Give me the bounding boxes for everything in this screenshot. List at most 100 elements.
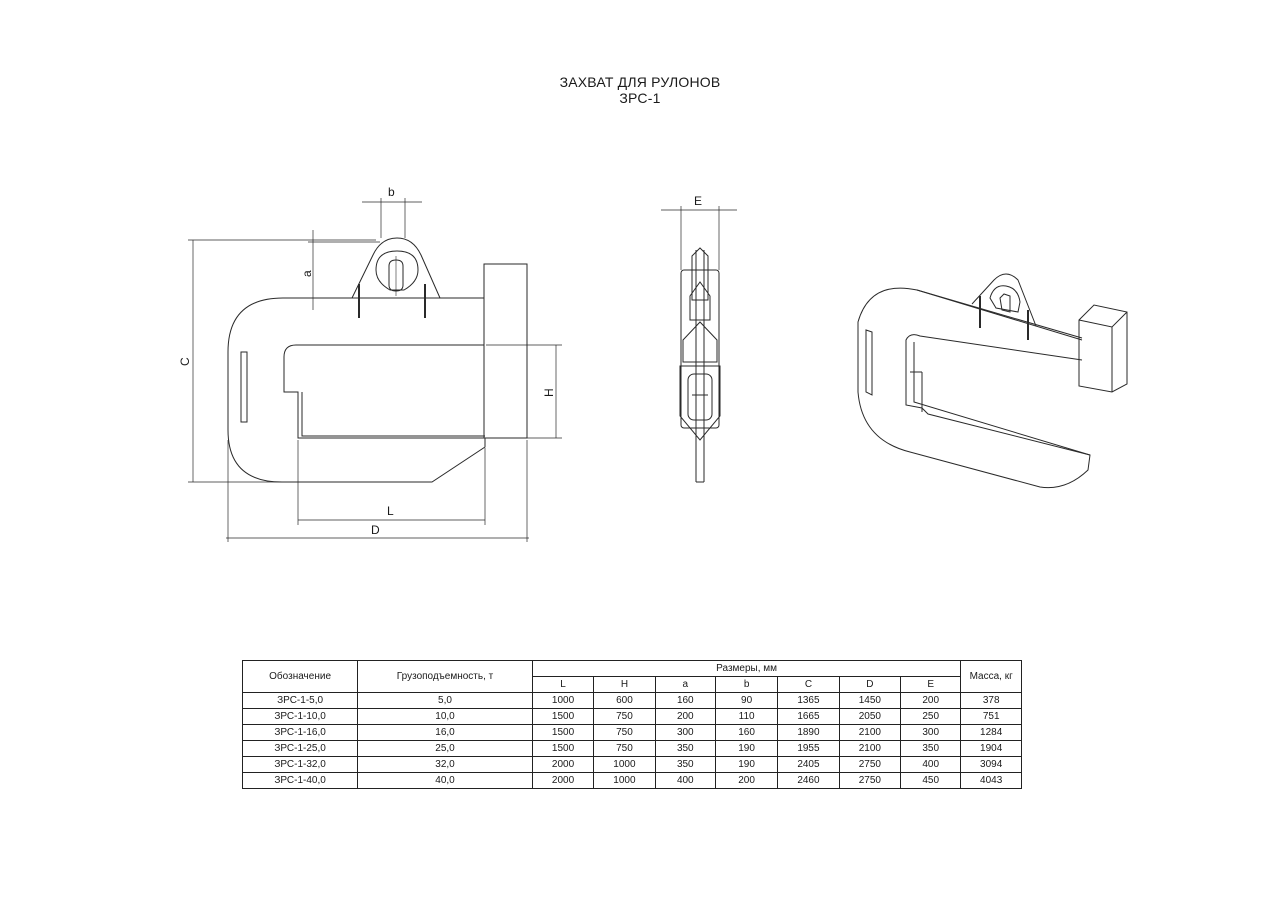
side-view: E	[661, 194, 737, 483]
drawing-title: ЗАХВАТ ДЛЯ РУЛОНОВ ЗРС-1	[0, 74, 1280, 106]
cell-mass: 751	[960, 708, 1022, 725]
cell-e: 300	[900, 724, 962, 741]
header-capacity: Грузоподъемность, т	[357, 660, 533, 693]
cell-mass: 1904	[960, 740, 1022, 757]
cell-capacity: 25,0	[357, 740, 533, 757]
table-row: ЗРС-1-40,0 40,0 2000 1000 400 200 2460 2…	[241, 772, 1022, 789]
cell-mass: 378	[960, 692, 1022, 709]
cell-a: 350	[654, 740, 716, 757]
cell-a: 160	[654, 692, 716, 709]
cell-l: 2000	[531, 772, 595, 789]
cell-h: 750	[593, 724, 656, 741]
cell-d: 1450	[838, 692, 902, 709]
cell-h: 600	[593, 692, 656, 709]
cell-e: 400	[900, 756, 962, 773]
cell-capacity: 40,0	[357, 772, 533, 789]
cell-b: 200	[714, 772, 779, 789]
front-view-lifting-eye-inner	[375, 250, 419, 291]
isometric-view-body	[857, 287, 1091, 489]
title-line-1: ЗАХВАТ ДЛЯ РУЛОНОВ	[559, 74, 721, 90]
dim-e-label: E	[694, 194, 702, 208]
cell-e: 200	[900, 692, 962, 709]
dim-a-label: a	[300, 270, 314, 277]
cell-c: 1665	[777, 708, 840, 725]
dim-h-label: H	[542, 388, 556, 397]
cell-capacity: 32,0	[357, 756, 533, 773]
cell-c: 1365	[777, 692, 840, 709]
front-view-counterweight	[483, 263, 528, 439]
front-view: b a C H L D	[178, 185, 562, 542]
isometric-view-counterweight	[1078, 304, 1128, 393]
table-row: ЗРС-1-32,0 32,0 2000 1000 350 190 2405 2…	[241, 756, 1022, 773]
cell-d: 2100	[838, 740, 902, 757]
cell-designation: ЗРС-1-25,0	[241, 740, 359, 757]
table-row: ЗРС-1-10,0 10,0 1500 750 200 110 1665 20…	[241, 708, 1022, 725]
header-dim-a: a	[654, 676, 716, 693]
cell-b: 110	[714, 708, 779, 725]
cell-h: 750	[593, 708, 656, 725]
cell-e: 350	[900, 740, 962, 757]
dim-l-label: L	[387, 504, 394, 518]
cell-c: 2405	[777, 756, 840, 773]
cell-capacity: 10,0	[357, 708, 533, 725]
cell-l: 1500	[531, 708, 595, 725]
header-designation: Обозначение	[241, 660, 359, 693]
cell-mass: 1284	[960, 724, 1022, 741]
cell-h: 1000	[593, 756, 656, 773]
title-line-2: ЗРС-1	[619, 90, 661, 106]
side-view-hook-upper	[682, 321, 718, 363]
cell-l: 1500	[531, 740, 595, 757]
cell-designation: ЗРС-1-32,0	[241, 756, 359, 773]
dim-d-label: D	[371, 523, 380, 537]
cell-d: 2100	[838, 724, 902, 741]
header-dim-b: b	[714, 676, 779, 693]
cell-h: 1000	[593, 772, 656, 789]
header-dim-l: L	[531, 676, 595, 693]
table-row: ЗРС-1-5,0 5,0 1000 600 160 90 1365 1450 …	[241, 692, 1022, 709]
header-mass: Масса, кг	[960, 660, 1022, 693]
side-view-eye	[691, 247, 709, 301]
cell-b: 190	[714, 756, 779, 773]
cell-a: 350	[654, 756, 716, 773]
cell-designation: ЗРС-1-40,0	[241, 772, 359, 789]
cell-mass: 3094	[960, 756, 1022, 773]
header-dimensions: Размеры, мм	[531, 660, 962, 677]
dim-c-label: C	[178, 357, 192, 366]
cell-l: 1500	[531, 724, 595, 741]
cell-h: 750	[593, 740, 656, 757]
cell-d: 2050	[838, 708, 902, 725]
cell-e: 250	[900, 708, 962, 725]
cell-b: 90	[714, 692, 779, 709]
cell-c: 1955	[777, 740, 840, 757]
cell-c: 2460	[777, 772, 840, 789]
cell-l: 1000	[531, 692, 595, 709]
front-view-eye-slot	[388, 259, 404, 292]
header-dim-e: E	[900, 676, 962, 693]
header-dim-h: H	[593, 676, 656, 693]
cell-capacity: 16,0	[357, 724, 533, 741]
cell-a: 200	[654, 708, 716, 725]
cell-c: 1890	[777, 724, 840, 741]
cell-designation: ЗРС-1-16,0	[241, 724, 359, 741]
cell-designation: ЗРС-1-5,0	[241, 692, 359, 709]
cell-a: 400	[654, 772, 716, 789]
cell-d: 2750	[838, 772, 902, 789]
front-view-slot	[240, 351, 248, 423]
dim-b-label: b	[388, 185, 395, 199]
cell-b: 190	[714, 740, 779, 757]
cell-designation: ЗРС-1-10,0	[241, 708, 359, 725]
isometric-view	[857, 273, 1128, 489]
cell-l: 2000	[531, 756, 595, 773]
table-row: ЗРС-1-25,0 25,0 1500 750 350 190 1955 21…	[241, 740, 1022, 757]
front-view-shelf	[297, 392, 485, 438]
isometric-view-slot	[865, 329, 873, 396]
cell-mass: 4043	[960, 772, 1022, 789]
cell-d: 2750	[838, 756, 902, 773]
table-row: ЗРС-1-16,0 16,0 1500 750 300 160 1890 21…	[241, 724, 1022, 741]
isometric-view-lifting-eye	[971, 273, 1037, 327]
cell-e: 450	[900, 772, 962, 789]
cell-a: 300	[654, 724, 716, 741]
side-view-plate	[680, 269, 720, 429]
cell-b: 160	[714, 724, 779, 741]
